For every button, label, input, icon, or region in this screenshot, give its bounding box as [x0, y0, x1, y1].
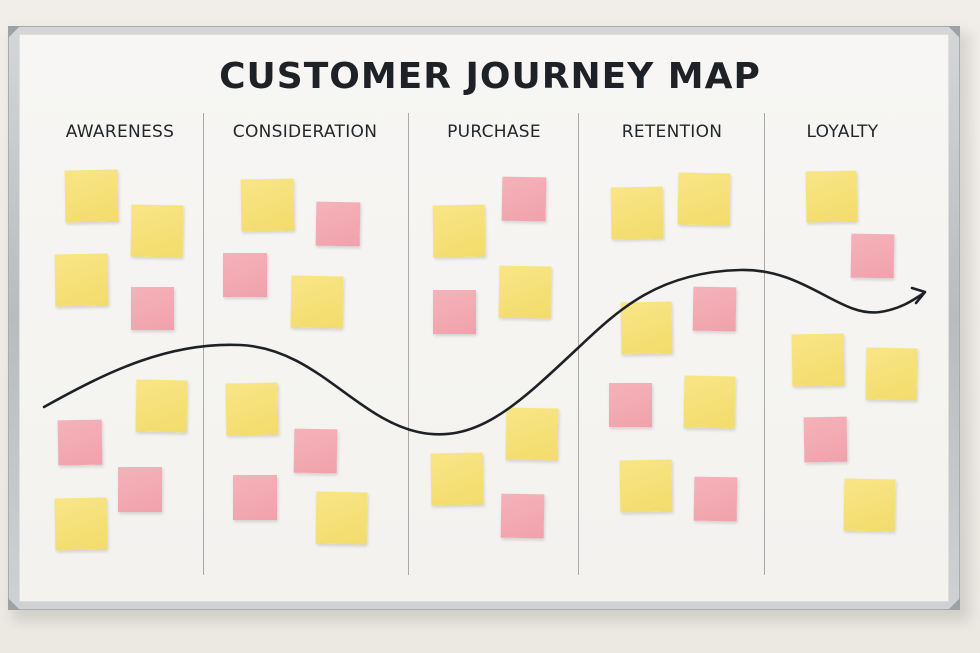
sticky-note-pink — [609, 383, 652, 427]
stage-label-purchase: PURCHASE — [447, 122, 541, 142]
whiteboard-surface — [19, 34, 949, 602]
stage-label-consideration: CONSIDERATION — [232, 122, 378, 142]
stage-label-loyalty: LOYALTY — [806, 122, 879, 142]
board-title: CUSTOMER JOURNEY MAP — [219, 56, 761, 97]
stage-divider — [578, 113, 579, 575]
stage-divider — [203, 113, 204, 575]
stage-divider — [408, 113, 409, 575]
sticky-note-pink — [118, 467, 162, 512]
arrowhead-icon — [910, 286, 927, 305]
sticky-note-pink — [131, 287, 174, 330]
stage-label-awareness: AWARENESS — [65, 122, 175, 142]
sticky-note-pink — [433, 290, 476, 334]
sticky-note-pink — [233, 475, 277, 520]
journey-line — [42, 268, 926, 436]
sticky-note-pink — [223, 253, 267, 297]
stage-label-retention: RETENTION — [621, 122, 723, 142]
stage-divider — [764, 113, 765, 575]
